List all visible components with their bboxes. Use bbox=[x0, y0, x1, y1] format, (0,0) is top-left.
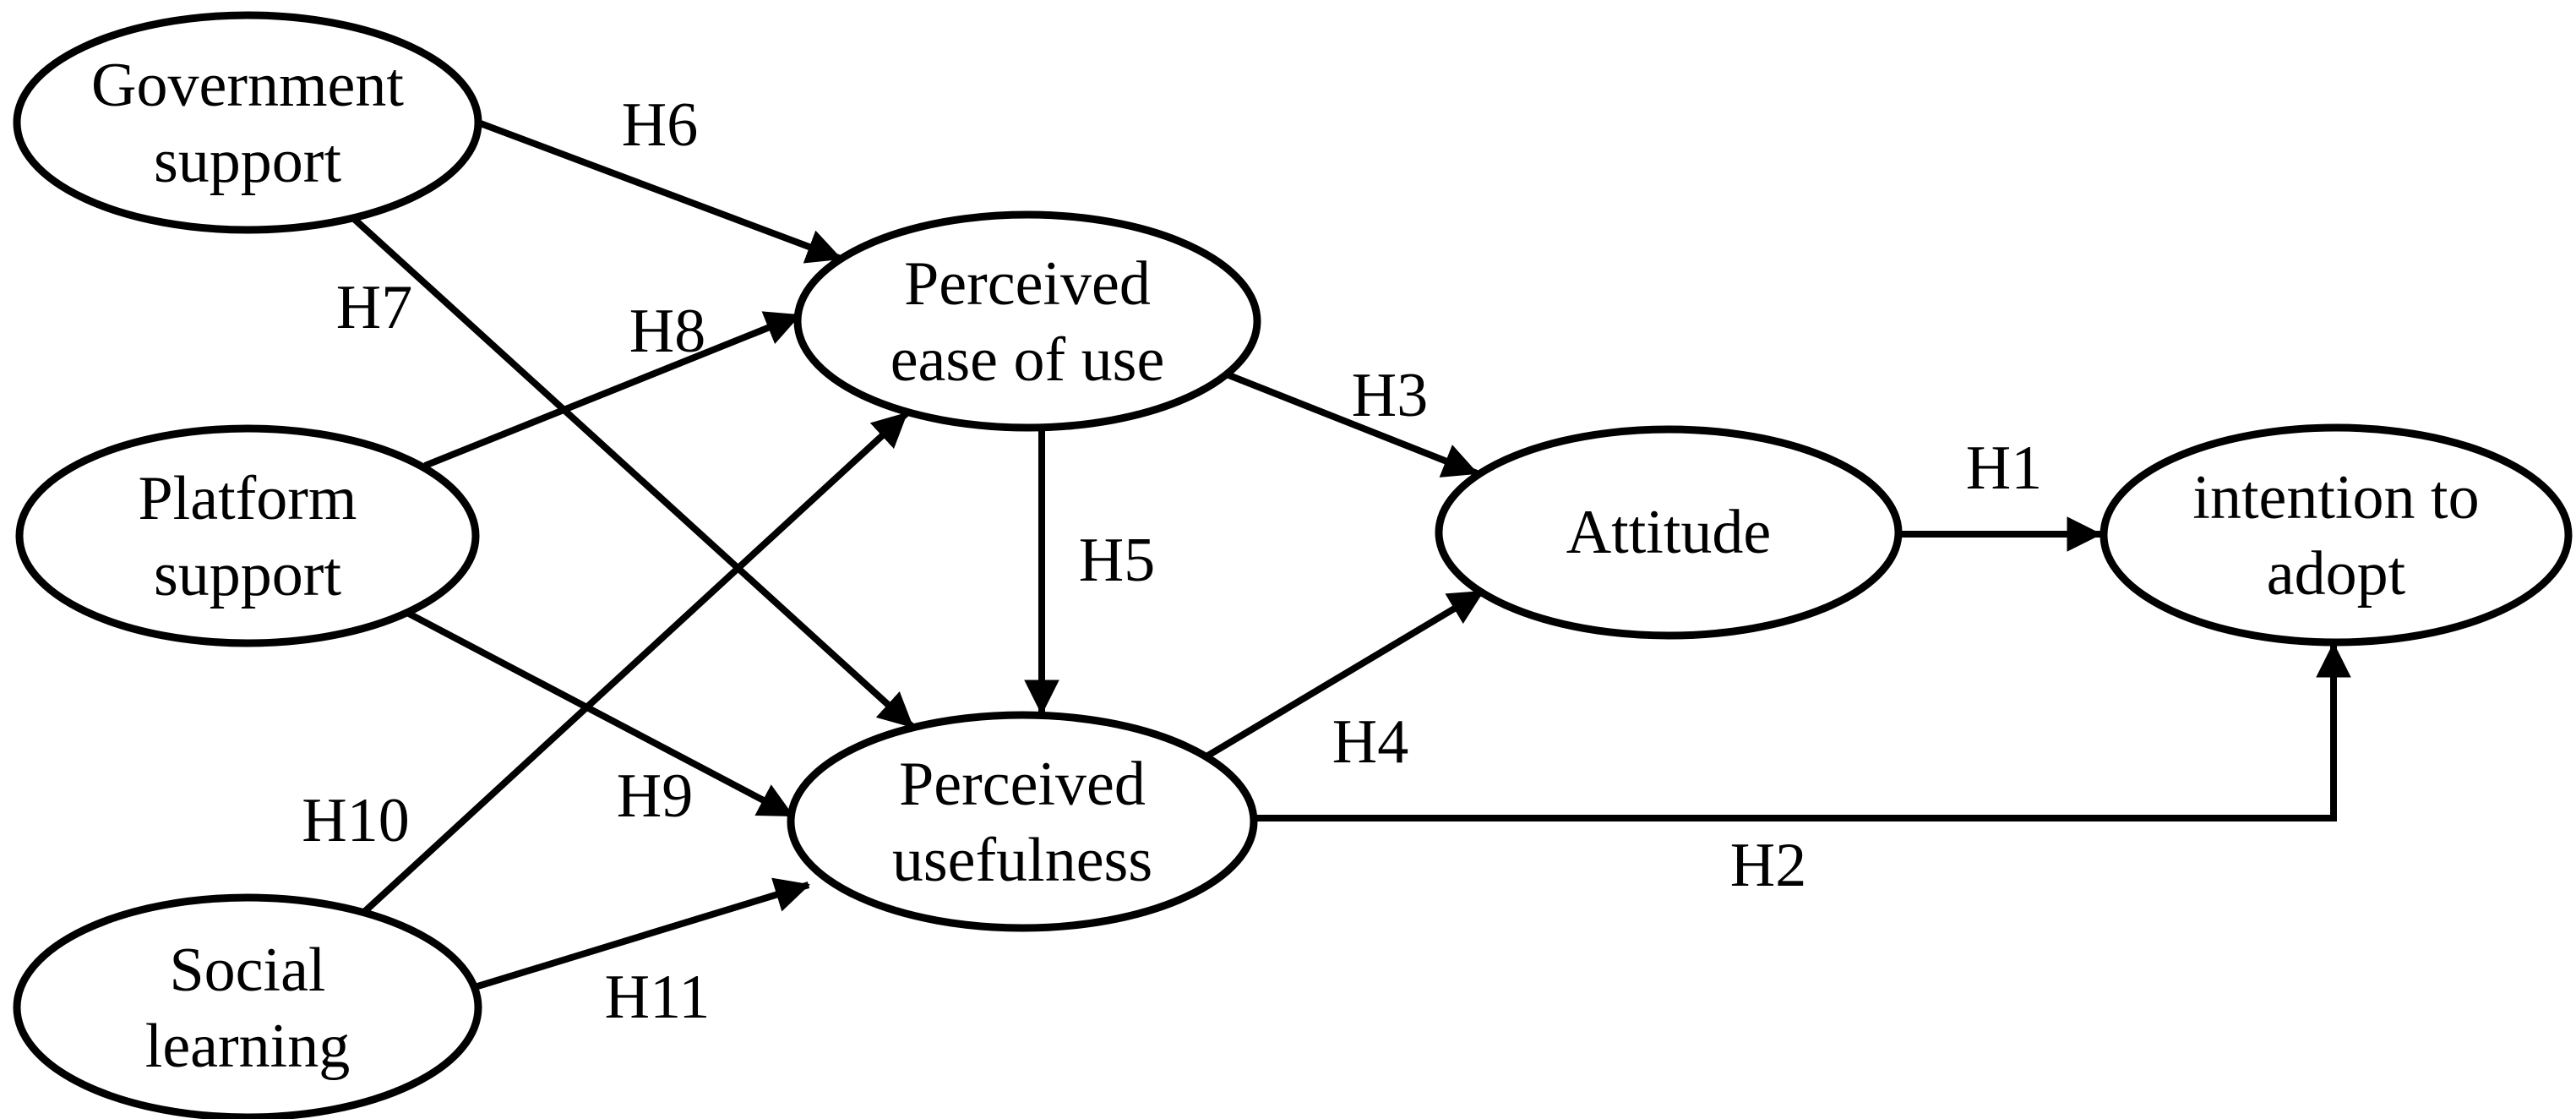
edge-H10-arrow bbox=[361, 411, 909, 915]
edge-H4-arrow bbox=[1204, 588, 1485, 760]
node-attitude-label: Attitude bbox=[1566, 498, 1772, 567]
edge-H3-arrow bbox=[1225, 371, 1479, 478]
edge-H9-label: H9 bbox=[617, 761, 693, 831]
edge-H8-arrow bbox=[423, 311, 801, 469]
node-intention-to-adopt-ellipse bbox=[2099, 423, 2573, 647]
edge-H2-arrow bbox=[1254, 641, 2351, 822]
edge-H5-label: H5 bbox=[1079, 526, 1155, 595]
edge-H11-arrow bbox=[473, 877, 810, 991]
edge-H3-label: H3 bbox=[1352, 361, 1428, 430]
edge-H11-label: H11 bbox=[605, 963, 711, 1032]
edge-H8-label: H8 bbox=[629, 297, 705, 366]
edge-H6-arrow bbox=[477, 119, 842, 264]
edge-H4-label: H4 bbox=[1332, 707, 1408, 777]
edge-H7-arrow bbox=[351, 216, 915, 729]
node-perceived-usefulness-ellipse bbox=[787, 711, 1258, 932]
node-government-support-ellipse bbox=[13, 11, 482, 234]
node-perceived-ease-of-use-ellipse bbox=[793, 210, 1261, 432]
edge-H6-label: H6 bbox=[622, 90, 698, 160]
node-platform-support-ellipse bbox=[15, 424, 480, 647]
node-attitude-ellipse bbox=[1435, 425, 1903, 640]
node-social-learning-ellipse bbox=[13, 893, 482, 1119]
node-attitude: Attitude bbox=[1435, 425, 1903, 640]
edge-H2-label: H2 bbox=[1730, 831, 1806, 900]
edge-H10-label: H10 bbox=[302, 786, 409, 855]
edge-H1-label: H1 bbox=[1966, 434, 2042, 503]
edge-H7-label: H7 bbox=[336, 273, 412, 342]
edge-H9-arrow bbox=[404, 609, 794, 819]
